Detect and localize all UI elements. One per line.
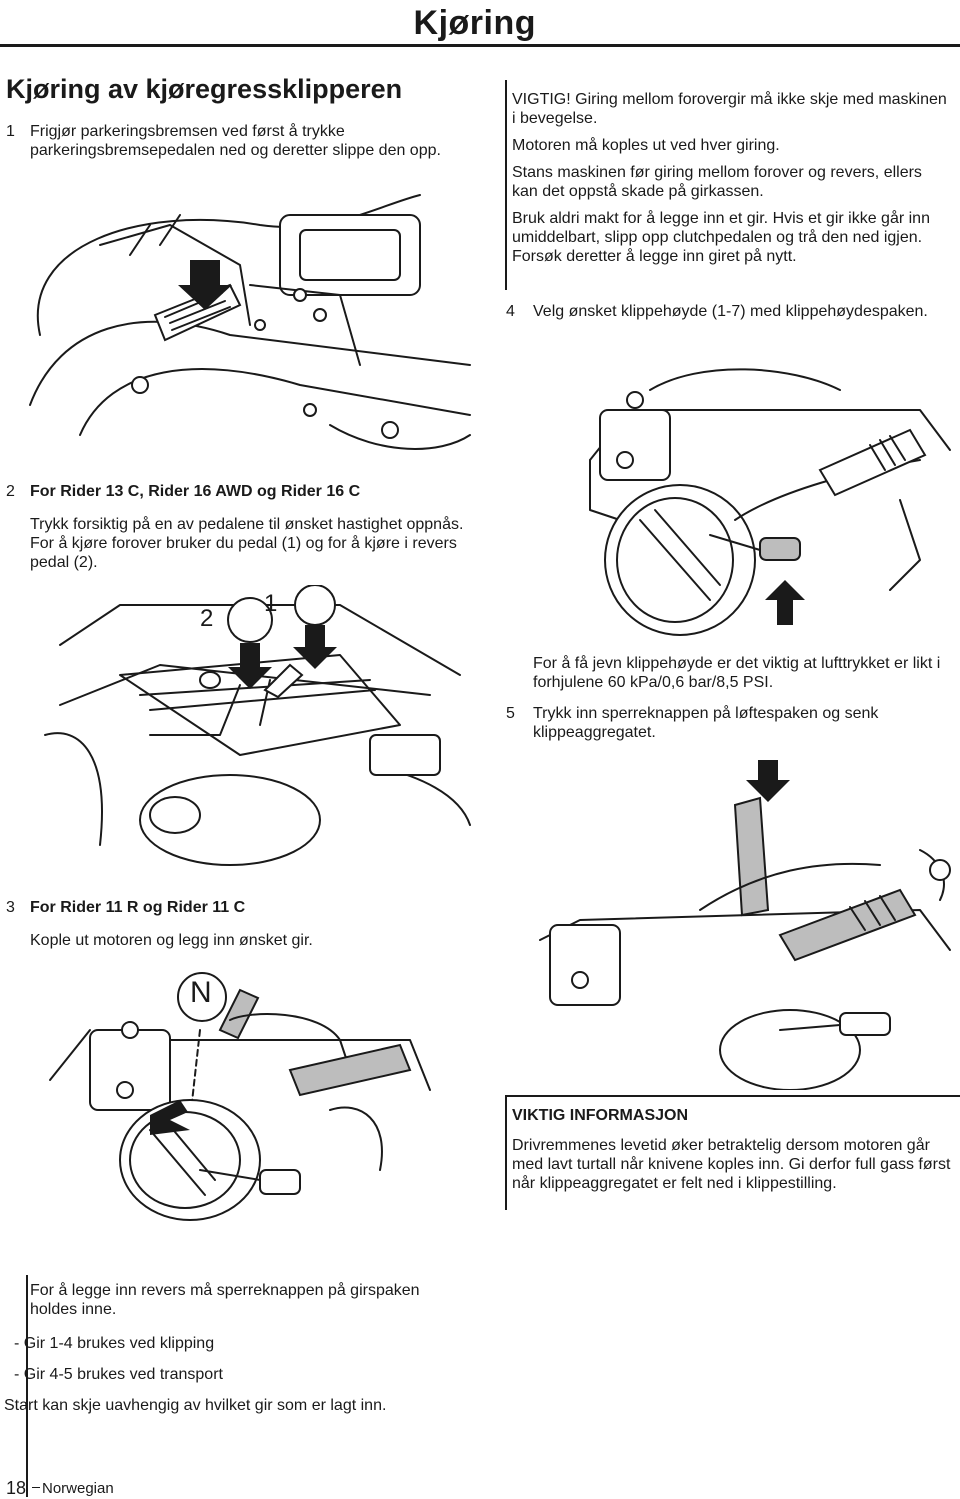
step-2-text: Trykk forsiktig på en av pedalene til øn… bbox=[30, 516, 464, 571]
pedal-label-2: 2 bbox=[200, 605, 214, 632]
gear-lever-illustration bbox=[49, 972, 431, 1221]
gear-list-item-1: - Gir 1-4 brukes ved klipping bbox=[14, 1335, 215, 1352]
warning-block: VIGTIG! Giring mellom forovergir må ikke… bbox=[512, 90, 952, 266]
warning-p4: Bruk aldri makt for å legge inn et gir. … bbox=[512, 210, 930, 265]
gear-list-item-2: - Gir 4-5 brukes ved transport bbox=[14, 1366, 223, 1383]
brake-pedal-illustration bbox=[29, 194, 471, 450]
pedal-label-1: 1 bbox=[264, 590, 278, 617]
footer-language: Norwegian bbox=[42, 1480, 114, 1497]
step-5: 5 Trykk inn sperreknappen på løftespaken… bbox=[506, 704, 956, 742]
step-1-number: 1 bbox=[6, 123, 15, 140]
warning-p3: Stans maskinen før giring mellom forover… bbox=[512, 164, 922, 200]
step-5-text: Trykk inn sperreknappen på løftespaken o… bbox=[533, 705, 879, 741]
gear-label-n: N bbox=[190, 976, 212, 1009]
step-3-text: Kople ut motoren og legg inn ønsket gir. bbox=[30, 932, 313, 949]
step-2-number: 2 bbox=[6, 483, 15, 500]
step-4-number: 4 bbox=[506, 303, 515, 320]
important-info-text: Drivremmenes levetid øker betraktelig de… bbox=[512, 1137, 951, 1192]
warning-p1: VIGTIG! Giring mellom forovergir må ikke… bbox=[512, 91, 947, 127]
step-3: 3 For Rider 11 R og Rider 11 C Kople ut … bbox=[6, 898, 466, 950]
step-1: 1 Frigjør parkeringsbremsen ved først å … bbox=[6, 122, 446, 160]
drive-pedals-illustration bbox=[44, 585, 471, 866]
step-2: 2 For Rider 13 C, Rider 16 AWD og Rider … bbox=[6, 482, 466, 572]
reverse-border bbox=[26, 1275, 28, 1497]
page-header-title: Kjøring bbox=[413, 4, 536, 42]
footer-dash bbox=[32, 1487, 40, 1488]
warning-border bbox=[505, 80, 507, 290]
important-info-content: VIKTIG INFORMASJON Drivremmenes levetid … bbox=[512, 1107, 952, 1193]
page-number: 18 bbox=[6, 1478, 27, 1498]
step-5-number: 5 bbox=[506, 705, 515, 722]
reverse-note: For å legge inn revers må sperreknappen … bbox=[30, 1282, 420, 1318]
height-lever-illustration bbox=[589, 368, 951, 636]
cutting-deck-lever-illustration bbox=[539, 760, 951, 1090]
header-rule bbox=[0, 44, 960, 47]
tire-pressure-note: For å få jevn klippehøyde er det viktig … bbox=[533, 655, 941, 691]
section-title: Kjøring av kjøregressklipperen bbox=[6, 74, 403, 104]
important-info-box bbox=[505, 1095, 960, 1210]
step-3-heading: For Rider 11 R og Rider 11 C bbox=[30, 899, 246, 916]
step-1-text: Frigjør parkeringsbremsen ved først å tr… bbox=[30, 123, 441, 159]
warning-p2: Motoren må koples ut ved hver giring. bbox=[512, 137, 780, 154]
important-info-title: VIKTIG INFORMASJON bbox=[512, 1107, 689, 1124]
step-4-text: Velg ønsket klippehøyde (1-7) med klippe… bbox=[533, 303, 928, 320]
step-4: 4 Velg ønsket klippehøyde (1-7) med klip… bbox=[506, 302, 956, 321]
step-3-number: 3 bbox=[6, 899, 15, 916]
step-2-heading: For Rider 13 C, Rider 16 AWD og Rider 16… bbox=[30, 483, 361, 500]
start-note: Start kan skje uavhengig av hvilket gir … bbox=[4, 1397, 387, 1414]
